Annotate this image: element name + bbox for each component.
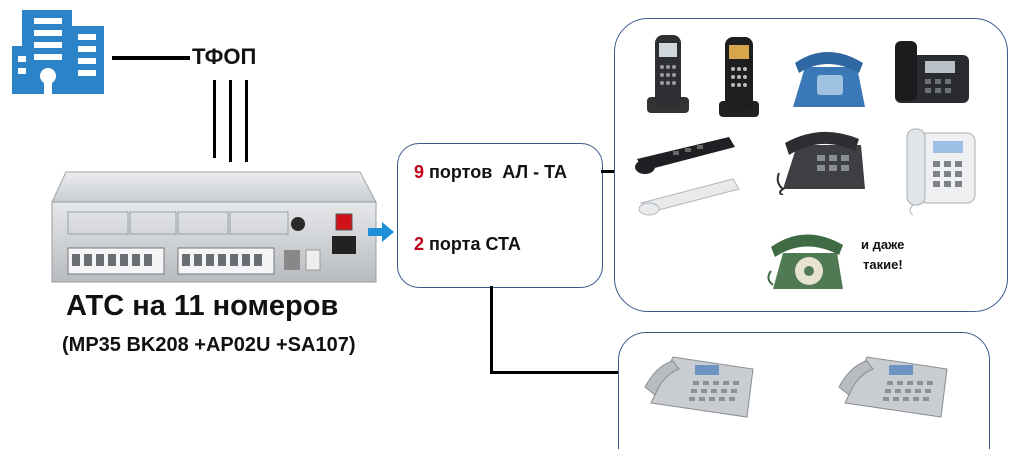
system-link-horizontal <box>490 371 618 374</box>
analog-link-line <box>601 170 615 173</box>
system-link-vertical <box>490 286 493 374</box>
ports-box: 9 портов АЛ - ТА 2 порта СТА <box>397 143 603 288</box>
phones-note-line1: и даже <box>861 237 905 252</box>
system-phone-image <box>644 356 754 418</box>
phones-note-line2: такие! <box>863 257 903 272</box>
analog-ports-count: 9 <box>414 162 425 182</box>
grey-corded-phone-image <box>776 131 865 195</box>
trunk-line-1 <box>213 80 216 158</box>
network-label: ТФОП <box>192 44 257 69</box>
slim-white-phone-image <box>638 178 740 216</box>
building-icon <box>12 10 104 94</box>
cordless-phone-image <box>647 35 689 113</box>
system-phones-box <box>618 332 990 449</box>
pbx-title: АТС на 11 номеров <box>66 290 339 322</box>
cordless-phone-image <box>719 37 759 117</box>
system-phone-image <box>838 356 948 418</box>
system-ports-line: 2 порта СТА <box>414 234 521 255</box>
arrow-right-icon <box>368 222 394 242</box>
rotary-phone-image <box>767 234 843 289</box>
pbx-subtitle: (MP35 BK208 +AP02U +SA107) <box>62 334 356 356</box>
analog-ports-text: портов АЛ - ТА <box>429 162 568 182</box>
trunk-line-2 <box>229 80 232 162</box>
trunk-line-3 <box>245 80 248 162</box>
analog-phones-box: и даже такие! <box>614 18 1008 312</box>
white-corded-phone-image <box>906 128 976 216</box>
blue-desk-phone-image <box>793 52 865 107</box>
slim-black-phone-image <box>635 137 735 174</box>
pbx-device-image <box>51 171 377 283</box>
analog-ports-line: 9 портов АЛ - ТА <box>414 162 567 183</box>
system-ports-count: 2 <box>414 234 425 254</box>
black-desk-phone-image <box>895 41 969 103</box>
network-link-line <box>112 56 190 60</box>
system-ports-text: порта СТА <box>429 234 521 254</box>
